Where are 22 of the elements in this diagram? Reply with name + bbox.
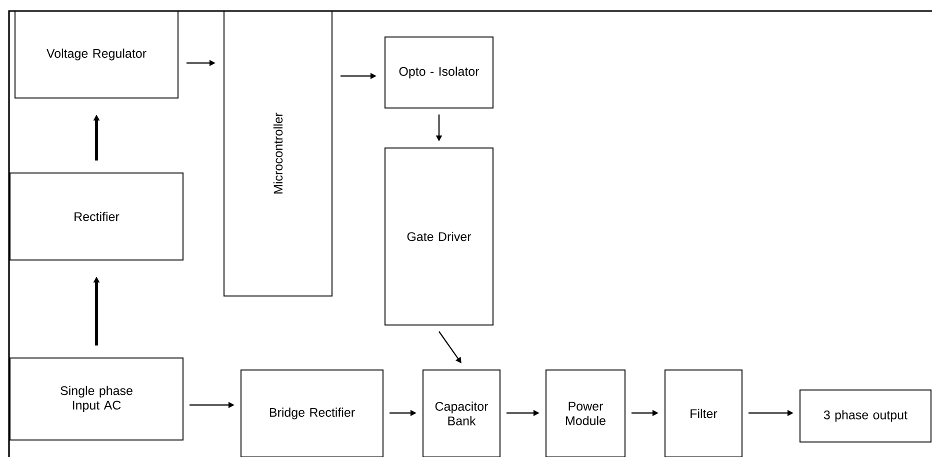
process-box bbox=[10, 172, 184, 260]
node-label: Single phase Input AC bbox=[60, 386, 132, 412]
process-box bbox=[800, 390, 932, 442]
node-label: Bridge Rectifier bbox=[270, 408, 355, 420]
process-box bbox=[384, 148, 494, 326]
node-label: Filter bbox=[690, 408, 718, 418]
node-label: Rectifier bbox=[74, 212, 120, 222]
process-box bbox=[664, 370, 742, 457]
process-box bbox=[422, 370, 500, 457]
process-box bbox=[10, 358, 184, 440]
node-label: Power Module bbox=[566, 402, 606, 426]
process-box bbox=[14, 10, 178, 98]
process-box bbox=[384, 36, 494, 108]
node-label: Voltage Regulator bbox=[46, 48, 146, 60]
node-label: Capacitor Bank bbox=[435, 402, 488, 426]
node-label: Microcontroller bbox=[273, 112, 283, 194]
node-label: Gate Driver bbox=[407, 232, 472, 242]
node-label: Opto - Isolator bbox=[399, 66, 480, 78]
process-box bbox=[546, 370, 626, 457]
node-label: 3 phase output bbox=[824, 410, 908, 422]
process-box bbox=[240, 370, 384, 457]
process-box bbox=[224, 10, 332, 296]
